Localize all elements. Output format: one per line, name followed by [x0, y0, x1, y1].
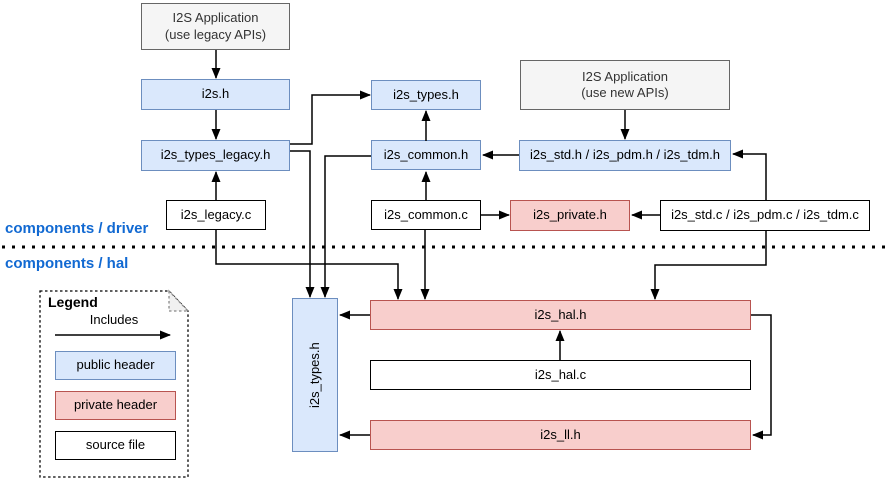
legend-folded-corner-icon	[168, 289, 190, 312]
node-label: i2s_legacy.c	[180, 206, 252, 222]
legend-swatch-label: source file	[85, 437, 146, 453]
node-i2s-private-h: i2s_private.h	[510, 200, 630, 231]
node-i2s-hal-h: i2s_hal.h	[370, 300, 751, 330]
node-label: i2s_ll.h	[540, 426, 581, 442]
legend-swatch-source-file: source file	[55, 431, 176, 460]
node-label: i2s_common.c	[384, 206, 468, 222]
section-label-hal: components / hal	[5, 255, 129, 272]
node-i2s-common-c: i2s_common.c	[371, 200, 481, 230]
node-label: I2S Application	[172, 10, 259, 26]
node-i2s-std-pdm-tdm-c: i2s_std.c / i2s_pdm.c / i2s_tdm.c	[660, 200, 870, 231]
node-label: i2s_std.h / i2s_pdm.h / i2s_tdm.h	[529, 147, 721, 163]
edge-stdc-halh	[650, 231, 767, 300]
node-i2s-hal-c: i2s_hal.c	[370, 360, 751, 390]
node-i2s-types-legacy-h: i2s_types_legacy.h	[141, 140, 290, 171]
edge-stdc-stdh	[732, 149, 767, 200]
edge-typeslegacy-haltypes	[290, 150, 315, 298]
legend-includes-label: Includes	[89, 312, 139, 327]
node-label: i2s_types.h	[393, 86, 459, 102]
edge-legacyc-halh	[215, 230, 403, 300]
node-label: i2s_private.h	[533, 207, 607, 223]
node-label: (use legacy APIs)	[164, 26, 267, 42]
edge-typeslegacy-types	[290, 90, 371, 145]
node-label: (use new APIs)	[581, 85, 669, 100]
node-i2s-legacy-c: i2s_legacy.c	[166, 200, 266, 230]
legend-swatch-private-header: private header	[55, 391, 176, 420]
node-i2s-std-pdm-tdm-h: i2s_std.h / i2s_pdm.h / i2s_tdm.h	[519, 140, 731, 171]
node-label: i2s_types_legacy.h	[160, 147, 271, 163]
legend-swatch-label: public header	[76, 357, 155, 373]
edge-halh-llh	[751, 314, 772, 440]
node-label: i2s_hal.c	[534, 366, 587, 382]
node-label: i2s_common.h	[383, 146, 469, 162]
node-i2s-h: i2s.h	[141, 79, 290, 110]
node-label: i2s.h	[201, 86, 230, 102]
edge-commonh-haltypes	[320, 155, 371, 298]
legend-swatch-public-header: public header	[55, 351, 176, 380]
node-hal-i2s-types-h: i2s_types.h	[292, 298, 338, 452]
node-i2s-ll-h: i2s_ll.h	[370, 420, 751, 450]
node-i2s-types-h: i2s_types.h	[371, 80, 481, 110]
node-app-legacy: I2S Application (use legacy APIs)	[141, 3, 290, 50]
node-label: i2s_std.c / i2s_pdm.c / i2s_tdm.c	[671, 207, 859, 223]
legend-title: Legend	[48, 294, 98, 310]
legend-swatch-label: private header	[73, 397, 158, 413]
node-app-new: I2S Application (use new APIs)	[520, 60, 730, 110]
section-label-driver: components / driver	[5, 220, 149, 237]
node-label: I2S Application	[581, 68, 668, 84]
node-label: i2s_hal.h	[534, 306, 587, 322]
node-i2s-common-h: i2s_common.h	[371, 140, 481, 170]
node-label: i2s_types.h	[306, 342, 322, 408]
